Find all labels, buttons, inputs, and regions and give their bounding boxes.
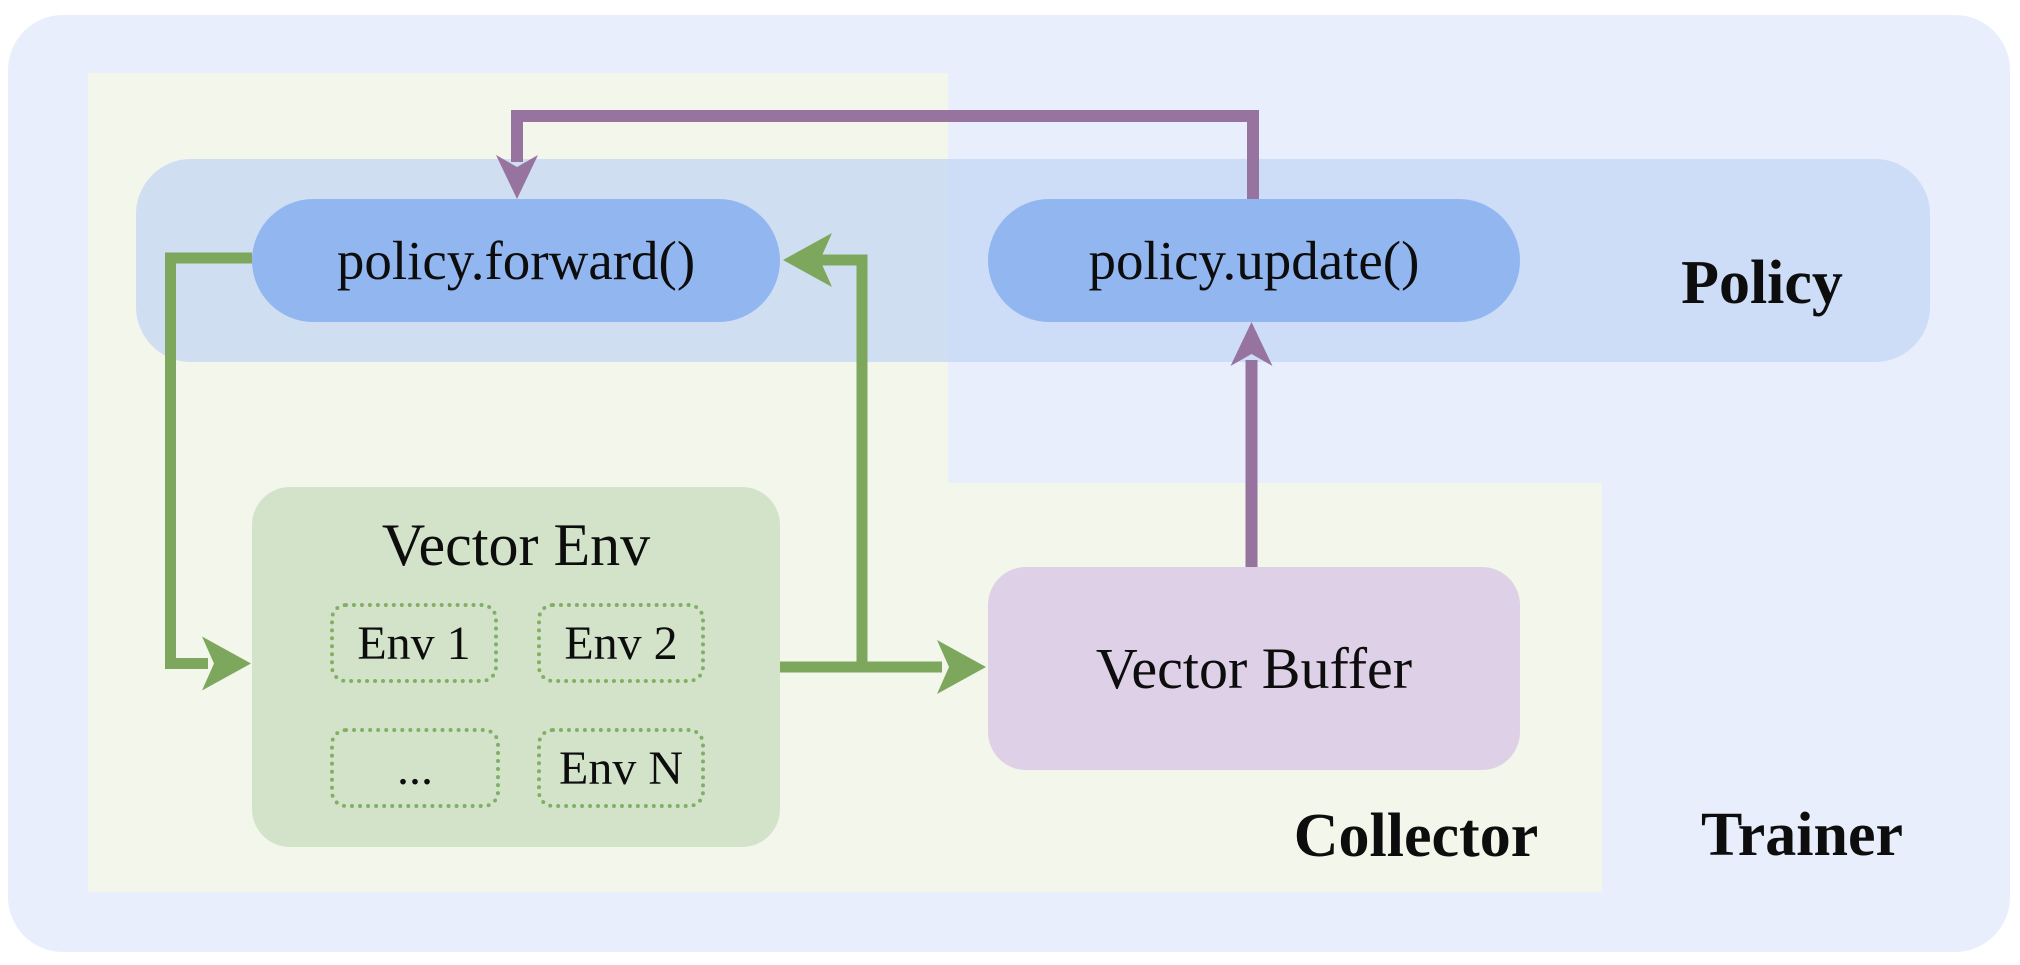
collector-region-label: Collector <box>1293 801 1539 870</box>
policy-forward-node: policy.forward() <box>252 199 780 322</box>
env-1-label: Env 1 <box>357 616 471 670</box>
env-n-cell: Env N <box>537 728 705 808</box>
arrow-env-to-forward-line <box>815 254 868 667</box>
trainer-region-label: Trainer <box>1700 800 1903 869</box>
arrow-update-to-forward-head <box>496 155 538 199</box>
vector-env-title: Vector Env <box>381 511 651 578</box>
env-ellipsis-label: ... <box>397 741 433 795</box>
arrow-forward-to-env-head <box>202 636 251 691</box>
arrow-env-to-forward-head <box>783 233 832 287</box>
vector-buffer-label: Vector Buffer <box>1095 636 1413 701</box>
policy-region-label: Policy <box>1681 248 1843 317</box>
arrow-buffer-to-update-head <box>1230 322 1273 366</box>
env-n-label: Env N <box>559 741 683 795</box>
env-1-cell: Env 1 <box>330 603 498 683</box>
policy-update-node: policy.update() <box>988 199 1520 322</box>
arrow-forward-to-env-line <box>165 252 252 669</box>
policy-update-label: policy.update() <box>1088 230 1420 291</box>
arrow-env-to-buffer-head <box>937 640 986 694</box>
env-2-label: Env 2 <box>564 616 678 670</box>
env-2-cell: Env 2 <box>537 603 705 683</box>
arrow-update-to-forward-line <box>511 110 1259 205</box>
env-ellipsis-cell: ... <box>330 728 500 808</box>
vector-buffer-node: Vector Buffer <box>988 567 1520 770</box>
policy-forward-label: policy.forward() <box>336 230 696 291</box>
